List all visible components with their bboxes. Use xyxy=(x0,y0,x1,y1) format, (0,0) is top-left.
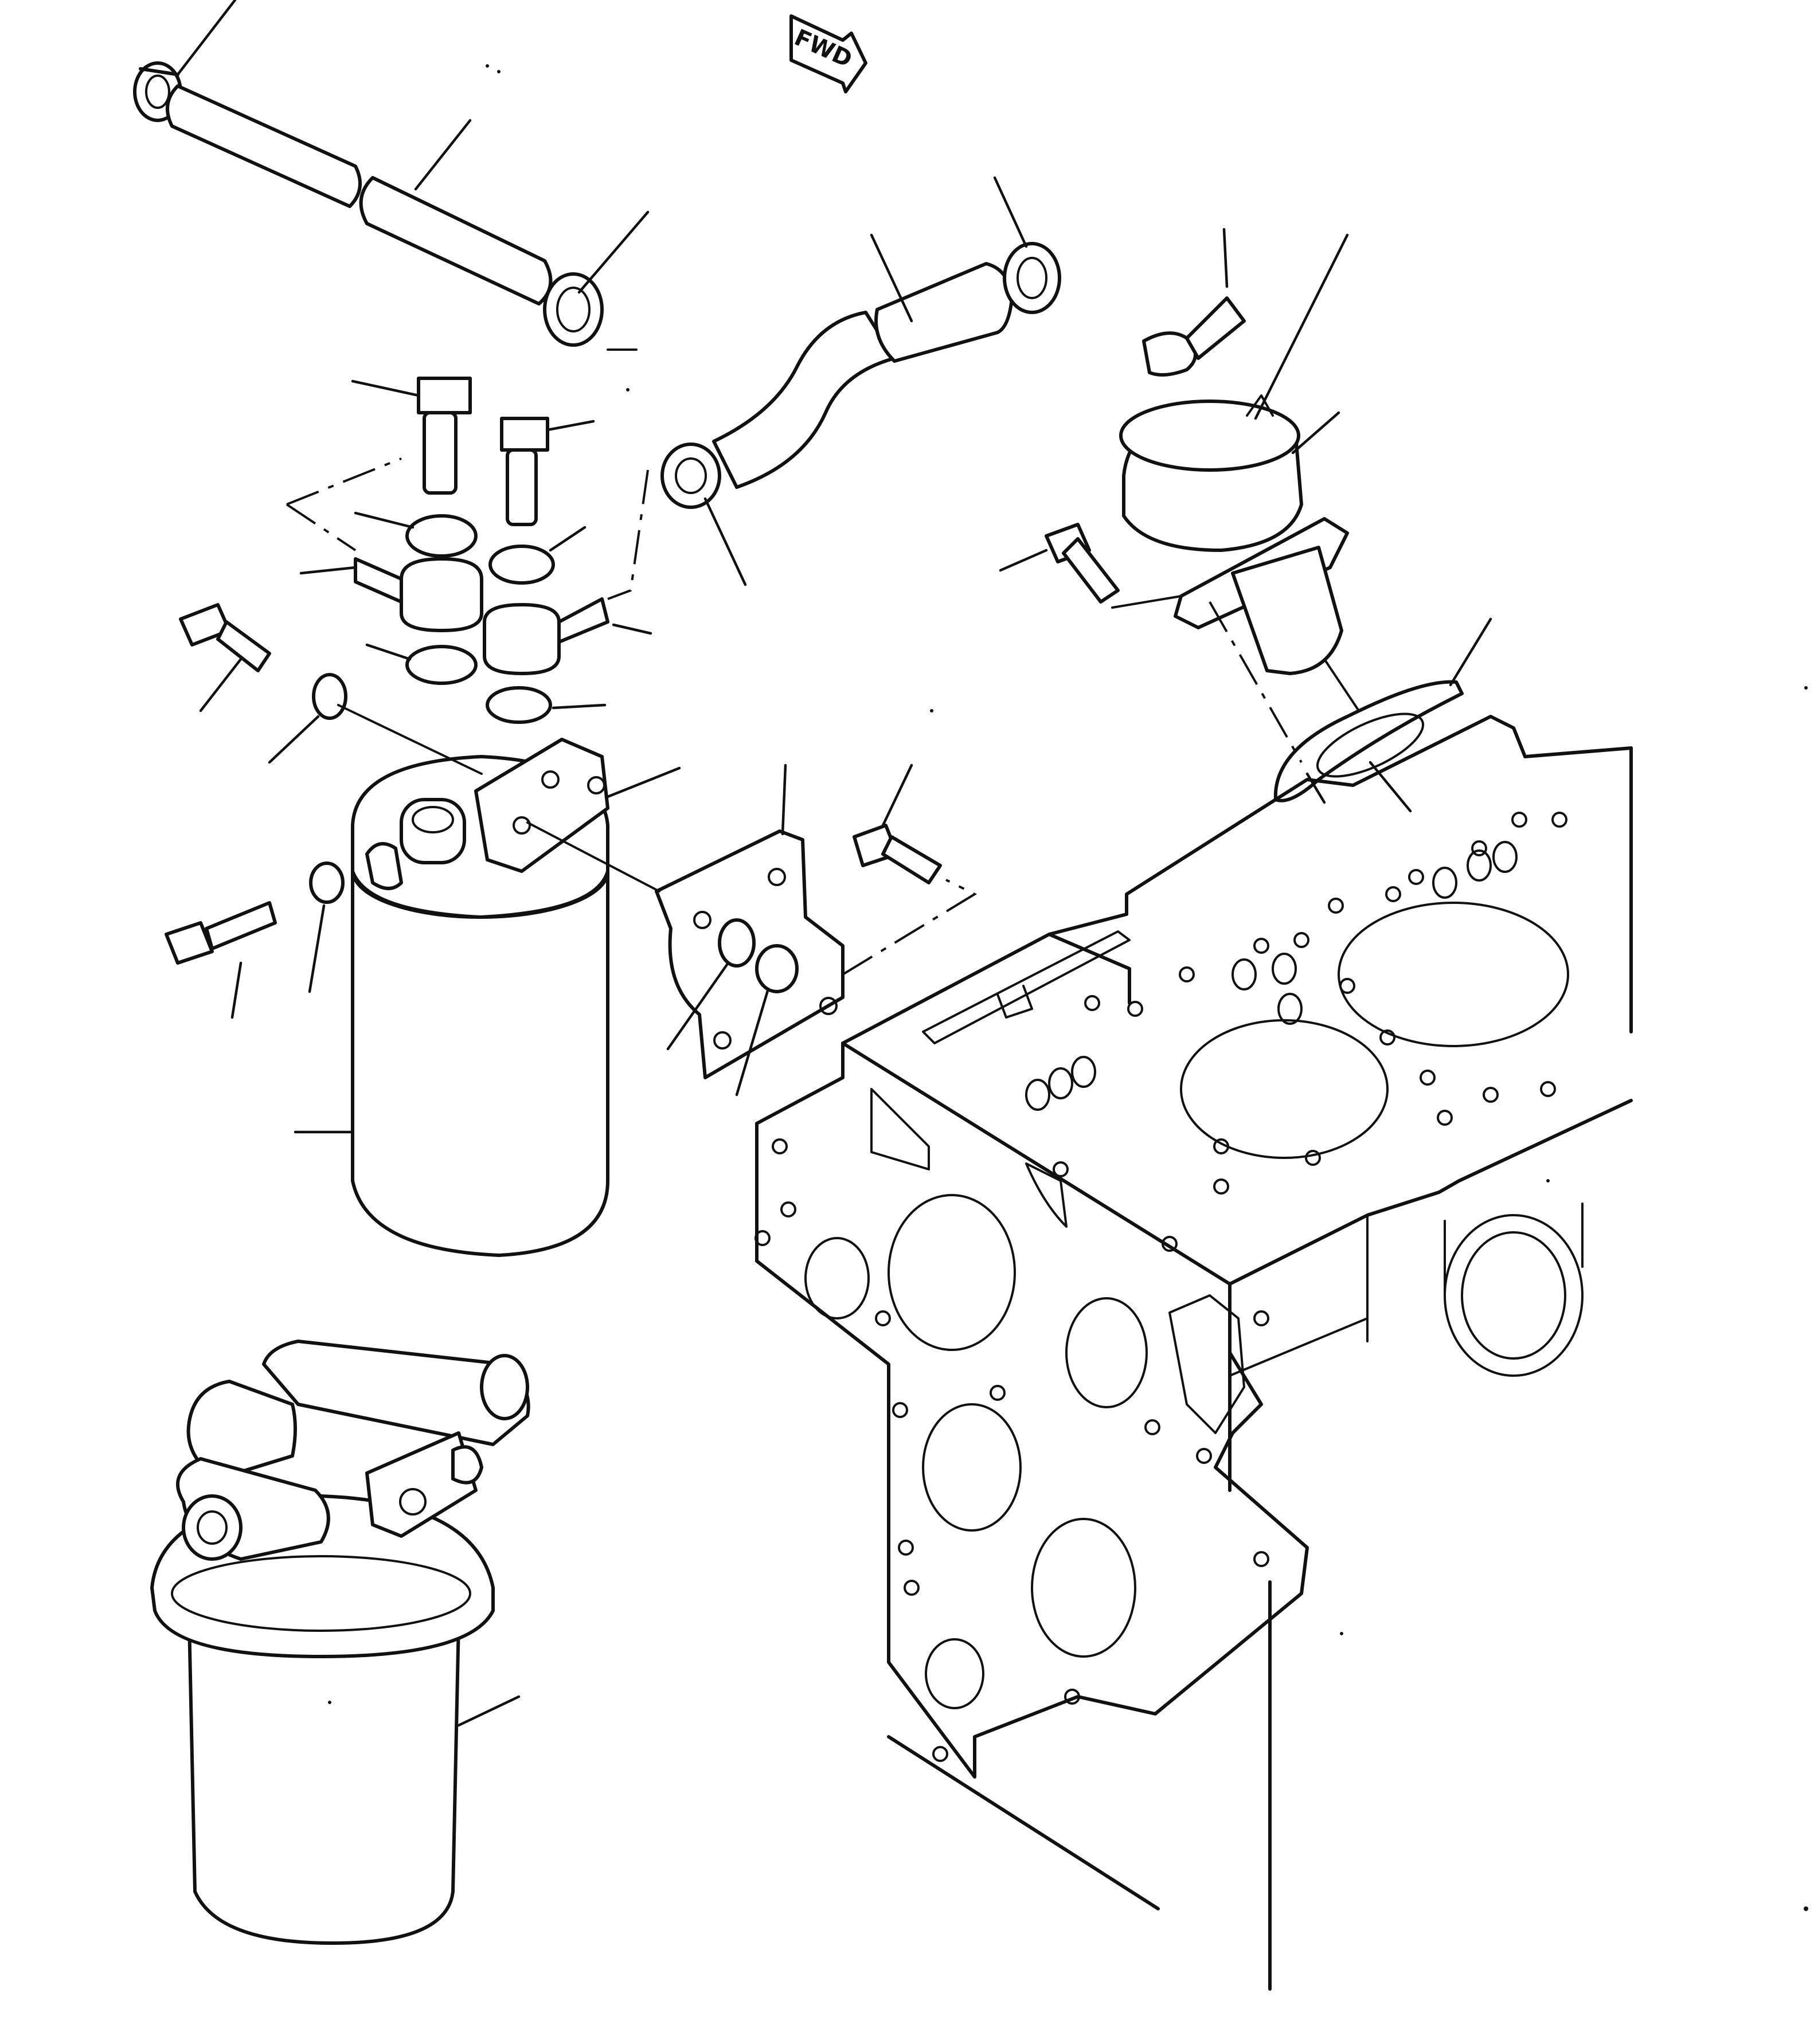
cylinder-bore-2 xyxy=(1338,902,1569,1047)
hose-segment-lower xyxy=(359,176,553,306)
washer-right-upper xyxy=(488,545,555,585)
scan-specks xyxy=(328,64,1808,1911)
banjo-bolt-left-head xyxy=(417,377,472,414)
banjo-bolt-right-shank xyxy=(506,448,538,526)
hose-clamp-upper-right xyxy=(1003,242,1061,314)
banjo-bolt-stack-left xyxy=(299,377,483,685)
hose-segment-upper xyxy=(166,84,362,208)
bolt-left-lower xyxy=(165,862,345,1019)
inlet-spigot-left xyxy=(186,1380,297,1481)
washer-left-upper xyxy=(405,514,478,558)
washer-right-lower xyxy=(486,686,552,724)
curved-hose xyxy=(712,311,896,489)
fuel-filter-assembly-lower xyxy=(150,1340,530,1945)
bolt-bracket xyxy=(853,763,942,884)
banjo-bolt-right-head xyxy=(500,417,549,452)
filter-mounting-bracket xyxy=(526,763,978,1097)
banjo-bolt-left-shank xyxy=(423,411,458,495)
bracket-nut-left xyxy=(718,918,756,968)
upper-hose-assembly xyxy=(133,0,650,351)
curved-hose-assembly xyxy=(660,176,1061,586)
cylinder-bore-1 xyxy=(1180,1019,1389,1159)
hose-clamp-right xyxy=(543,272,604,347)
bracket-nut-right xyxy=(755,944,799,993)
lower-filter-canister xyxy=(187,1620,460,1945)
washer-left-lower xyxy=(405,645,478,685)
filter-canister xyxy=(351,870,609,1257)
fwd-arrow-marker: FWD xyxy=(789,14,867,93)
banjo-bolt-stack-right xyxy=(483,417,652,724)
washer-left-low xyxy=(309,862,345,904)
crank-bore xyxy=(1444,1214,1584,1377)
straight-hose-short xyxy=(874,262,1014,363)
housing-spigot xyxy=(1231,546,1343,675)
fuel-filter-assembly-upper xyxy=(294,738,681,1257)
washer-left-mid xyxy=(312,673,347,720)
housing-assembly-right xyxy=(1119,228,1492,813)
filter-mounting-flange xyxy=(474,738,609,873)
engine-block xyxy=(754,715,1633,1991)
bolt-left-upper xyxy=(179,603,483,775)
bolt-housing xyxy=(999,523,1182,609)
lower-filter-boss xyxy=(365,1431,478,1538)
banjo-fitting-right xyxy=(483,603,561,675)
hose-clamp-lower-left xyxy=(660,443,721,509)
banjo-fitting-left xyxy=(400,557,483,632)
